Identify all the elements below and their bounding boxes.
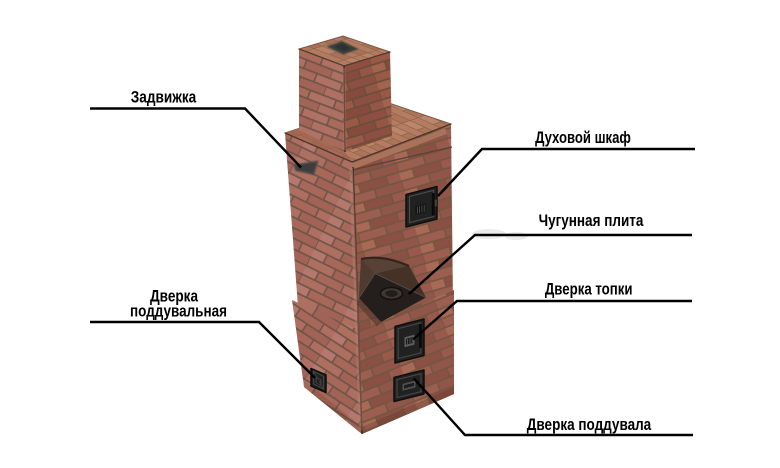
svg-text:Дверка поддувала: Дверка поддувала [527, 415, 652, 434]
svg-text:Дверка: Дверка [150, 287, 198, 306]
svg-text:Задвижка: Задвижка [131, 87, 197, 106]
svg-text:Духовой шкаф: Духовой шкаф [535, 128, 631, 147]
svg-text:Чугунная плита: Чугунная плита [539, 211, 644, 230]
svg-text:Дверка топки: Дверка топки [545, 280, 633, 299]
svg-text:поддувальная: поддувальная [130, 302, 227, 321]
